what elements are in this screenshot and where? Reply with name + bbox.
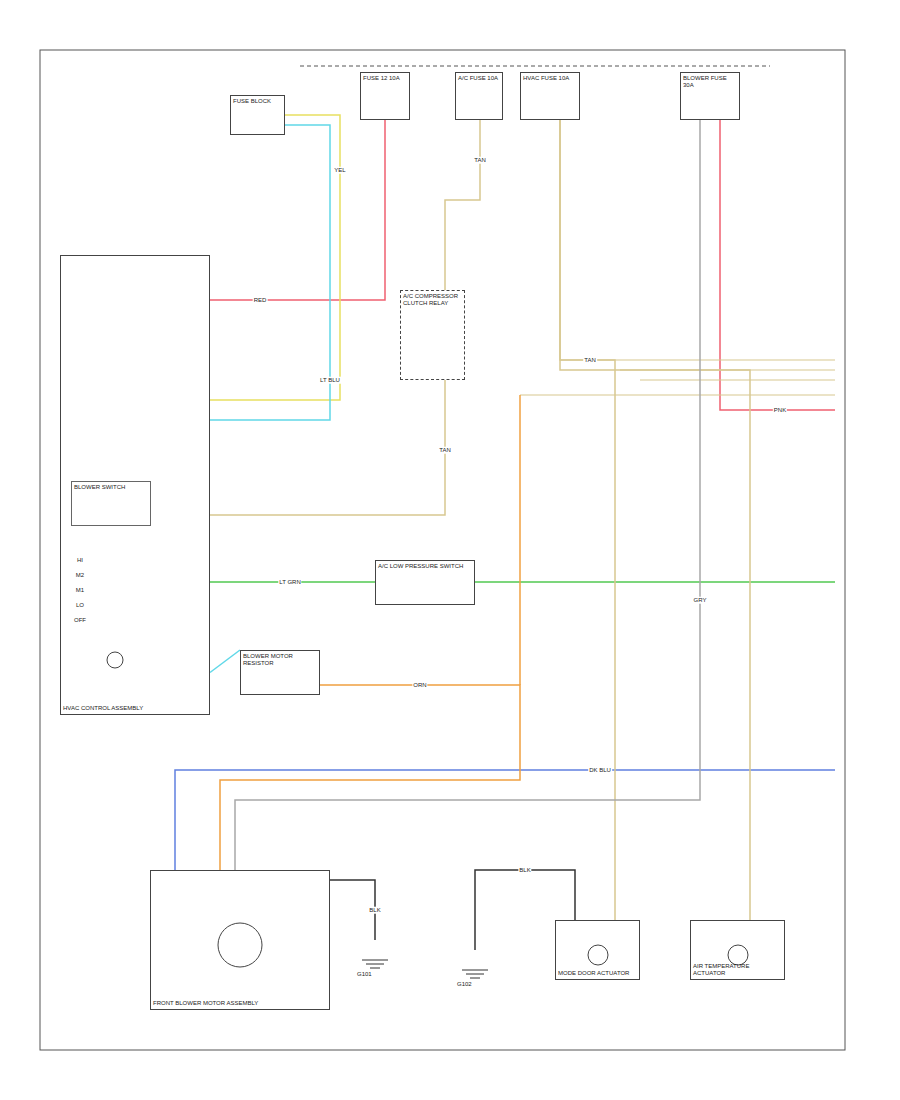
component-box: MODE DOOR ACTUATOR [555, 920, 640, 980]
component-box: AIR TEMPERATURE ACTUATOR [690, 920, 785, 980]
component-name: A/C COMPRESSOR CLUTCH RELAY [403, 293, 462, 307]
wire [235, 120, 700, 870]
motor-symbol [728, 945, 748, 965]
wire [220, 685, 520, 870]
wire-label: M2 [75, 572, 85, 579]
wire-label: BLK [368, 907, 381, 914]
wire-label: RED [253, 297, 268, 304]
component-name: BLOWER MOTOR RESISTOR [243, 653, 317, 667]
component-box: G101 [355, 940, 400, 980]
component-box: FUSE 12 10A [360, 72, 410, 120]
component-box: FRONT BLOWER MOTOR ASSEMBLY [150, 870, 330, 1010]
component-name: HVAC FUSE 10A [523, 75, 577, 82]
ground-symbol [362, 960, 488, 978]
wire [445, 120, 480, 290]
hot-bus [300, 66, 770, 67]
wire [519, 395, 521, 685]
wire [210, 125, 330, 420]
component-name: FUSE BLOCK [233, 98, 282, 105]
component-name: HVAC CONTROL ASSEMBLY [63, 705, 207, 712]
motor-symbol [588, 945, 608, 965]
wire-label: BLK [518, 867, 531, 874]
wire-label: OFF [73, 617, 87, 624]
component-box: BLOWER MOTOR RESISTOR [240, 650, 320, 695]
component-name: FRONT BLOWER MOTOR ASSEMBLY [153, 1000, 327, 1007]
wire-label: LO [75, 602, 85, 609]
wire [210, 120, 385, 300]
wire-label: HI [76, 557, 84, 564]
wire-label: LT BLU [319, 377, 341, 384]
component-box: HVAC FUSE 10A [520, 72, 580, 120]
component-box: A/C FUSE 10A [455, 72, 503, 120]
component-box: A/C LOW PRESSURE SWITCH [375, 560, 475, 605]
wire [210, 115, 340, 400]
wire-label: TAN [473, 157, 487, 164]
wire [210, 650, 240, 673]
component-name: FUSE 12 10A [363, 75, 407, 82]
component-box: HVAC CONTROL ASSEMBLY BLOWER SWITCH [60, 255, 210, 715]
component-name: AIR TEMPERATURE ACTUATOR [693, 963, 782, 977]
wire-label: GRY [693, 597, 708, 604]
component-box: A/C COMPRESSOR CLUTCH RELAY [400, 290, 465, 380]
component-name: A/C FUSE 10A [458, 75, 500, 82]
component-box: FUSE BLOCK [230, 95, 285, 135]
component-name: BLOWER SWITCH [74, 484, 148, 491]
wire-label: ORN [412, 682, 427, 689]
component-name: BLOWER FUSE 30A [683, 75, 737, 89]
wire-label: M1 [75, 587, 85, 594]
wire [475, 870, 575, 950]
wire-label: TAN [583, 357, 597, 364]
lamp-symbol [107, 652, 123, 668]
component-box: BLOWER SWITCH [71, 481, 151, 526]
wire [720, 120, 835, 410]
frame [40, 50, 845, 1050]
wire-label: PNK [773, 407, 787, 414]
motor-symbol [218, 923, 262, 967]
wire-label: TAN [438, 447, 452, 454]
component-name: G102 [457, 981, 498, 988]
component-name: MODE DOOR ACTUATOR [558, 970, 637, 977]
wire-label: DK BLU [588, 767, 612, 774]
wire [475, 581, 835, 583]
wire [175, 770, 835, 870]
component-box: BLOWER FUSE 30A [680, 72, 740, 120]
wire-label: LT GRN [278, 579, 301, 586]
component-name: G101 [357, 971, 398, 978]
wire-label: YEL [333, 167, 346, 174]
component-name: A/C LOW PRESSURE SWITCH [378, 563, 472, 570]
component-box: G102 [455, 950, 500, 990]
wire [520, 360, 835, 395]
